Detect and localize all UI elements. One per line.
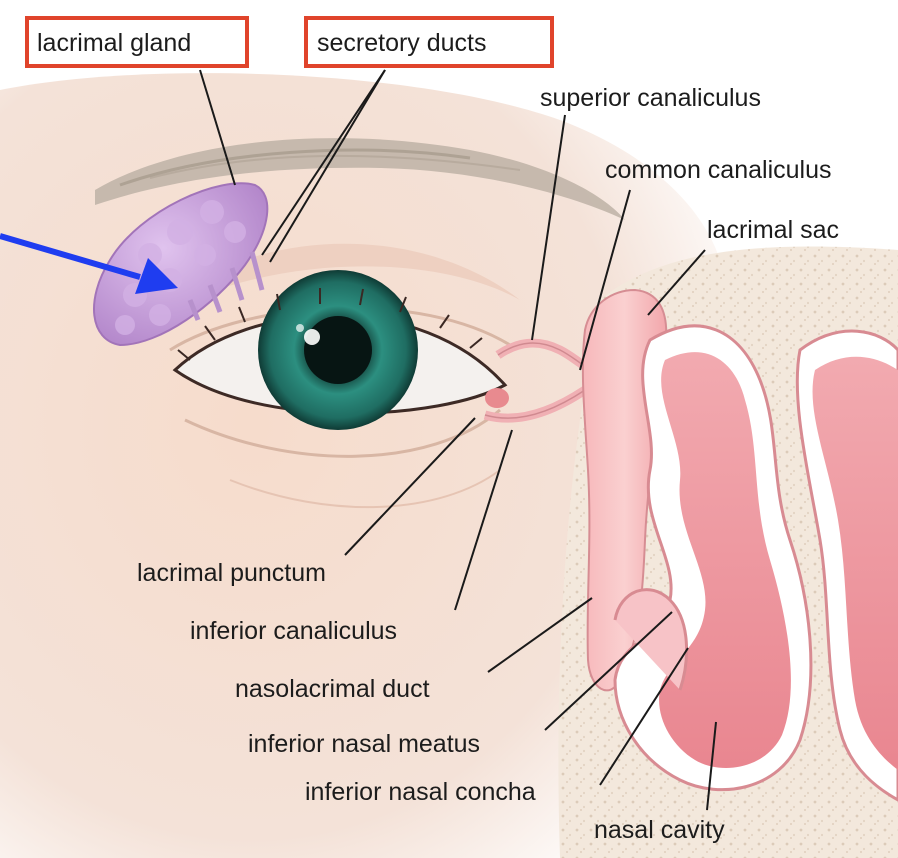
label-common-canaliculus: common canaliculus xyxy=(605,156,832,184)
label-nasal-cavity: nasal cavity xyxy=(594,816,725,844)
label-superior-canaliculus: superior canaliculus xyxy=(540,84,761,112)
label-nasolacrimal-duct: nasolacrimal duct xyxy=(235,675,430,703)
label-inferior-canaliculus: inferior canaliculus xyxy=(190,617,397,645)
label-lacrimal-punctum: lacrimal punctum xyxy=(137,559,326,587)
label-secretory-ducts: secretory ducts xyxy=(317,29,487,57)
label-lacrimal-sac: lacrimal sac xyxy=(707,216,839,244)
label-lacrimal-gland: lacrimal gland xyxy=(37,29,191,57)
label-inferior-nasal-concha: inferior nasal concha xyxy=(305,778,536,806)
pupil xyxy=(304,316,372,384)
caruncle xyxy=(485,388,509,408)
label-inferior-nasal-meatus: inferior nasal meatus xyxy=(248,730,480,758)
